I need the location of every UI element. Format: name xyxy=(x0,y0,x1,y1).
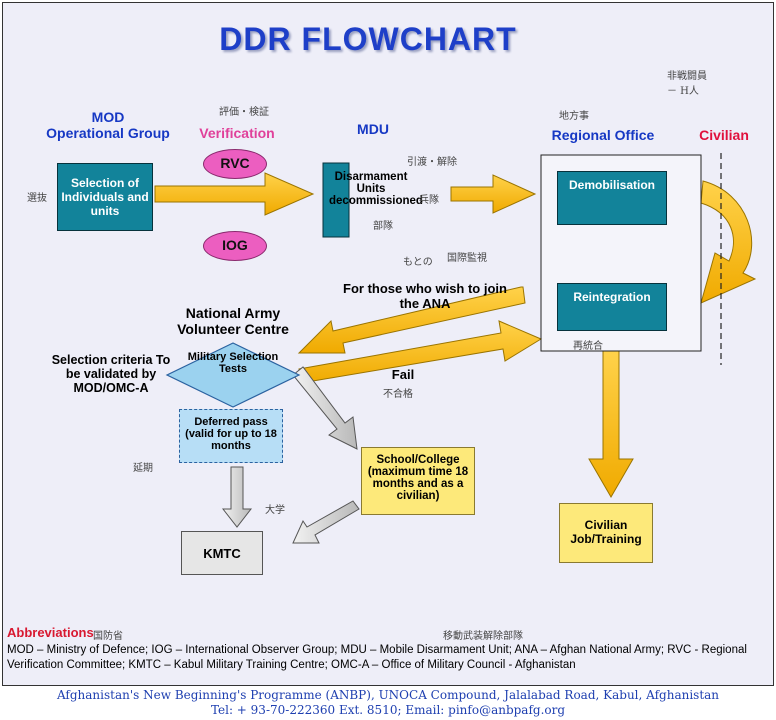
arrow-join-ana xyxy=(297,286,526,354)
handwriting-note: 部隊 xyxy=(373,221,393,232)
handwriting-note: 国防省 xyxy=(93,631,123,642)
header-verification: Verification xyxy=(199,125,275,141)
header-mdu: MDU xyxy=(357,121,389,137)
demobilisation-box: Demobilisation xyxy=(557,171,667,225)
header-regional-office: Regional Office xyxy=(551,127,655,143)
school-college-box: School/College (maximum time 18 months a… xyxy=(361,447,475,515)
navc-label: National Army Volunteer Centre xyxy=(177,305,289,337)
iog-oval: IOG xyxy=(203,231,267,261)
arrow-tests-to-school xyxy=(292,366,358,450)
kmtc-box: KMTC xyxy=(181,531,263,575)
handwriting-note: もとの xyxy=(403,257,433,268)
handwriting-note: 非戦闘員 － H人 xyxy=(667,71,707,97)
footer-contact: Tel: + 93-70-222360 Ext. 8510; Email: pi… xyxy=(210,703,566,717)
handwriting-note: 評価・検証 xyxy=(219,107,269,118)
header-civilian: Civilian xyxy=(699,127,749,143)
military-tests-diamond xyxy=(165,342,301,408)
military-tests-label: Military Selection Tests xyxy=(187,351,279,375)
handwriting-note: 再統合 xyxy=(573,341,603,352)
deferred-pass-box: Deferred pass (valid for up to 18 months xyxy=(179,409,283,463)
selection-box: Selection of Individuals and units xyxy=(57,163,153,231)
handwriting-note: 兵隊 xyxy=(419,195,439,206)
arrows-layer xyxy=(154,153,757,544)
handwriting-note: 延期 xyxy=(133,463,153,474)
abbreviations-text: MOD – Ministry of Defence; IOG – Interna… xyxy=(7,644,747,671)
footer-address: Afghanistan's New Beginning's Programme … xyxy=(56,688,720,702)
disarmament-label: Disarmament Units decommissioned xyxy=(329,171,423,207)
handwriting-note: 移動武装解除部隊 xyxy=(443,631,523,642)
arrow-selection-to-mdu xyxy=(154,172,315,216)
join-ana-label: For those who wish to join the ANA xyxy=(343,281,507,311)
handwriting-note: 不合格 xyxy=(383,389,413,400)
arrow-to-civilian-job xyxy=(588,350,634,498)
reintegration-box: Reintegration xyxy=(557,283,667,331)
handwriting-note: 引渡・解除 xyxy=(407,157,457,168)
handwriting-note: 地方事 xyxy=(559,111,589,122)
arrow-curved-civilian xyxy=(700,180,757,304)
mdu-bar xyxy=(322,162,350,238)
civilian-job-box: Civilian Job/Training xyxy=(559,503,653,563)
handwriting-note: 国際監視 xyxy=(447,253,487,264)
arrow-mdu-to-regional xyxy=(450,174,537,214)
page-title: DDR FLOWCHART xyxy=(219,21,517,57)
flowchart-sheet: DDR FLOWCHART MOD Operational Group Veri… xyxy=(2,2,774,686)
arrow-deferred-to-kmtc xyxy=(221,466,253,528)
handwriting-note: 大学 xyxy=(265,505,285,516)
header-mod: MOD Operational Group xyxy=(46,109,170,141)
selection-criteria-label: Selection criteria To be validated by MO… xyxy=(51,353,171,395)
handwriting-note: 選抜 xyxy=(27,193,47,204)
fail-label: Fail xyxy=(391,367,415,382)
arrow-fail xyxy=(298,320,543,384)
rvc-oval: RVC xyxy=(203,149,267,179)
abbreviations-title: Abbreviations xyxy=(7,625,94,640)
arrow-school-to-kmtc xyxy=(292,500,360,544)
